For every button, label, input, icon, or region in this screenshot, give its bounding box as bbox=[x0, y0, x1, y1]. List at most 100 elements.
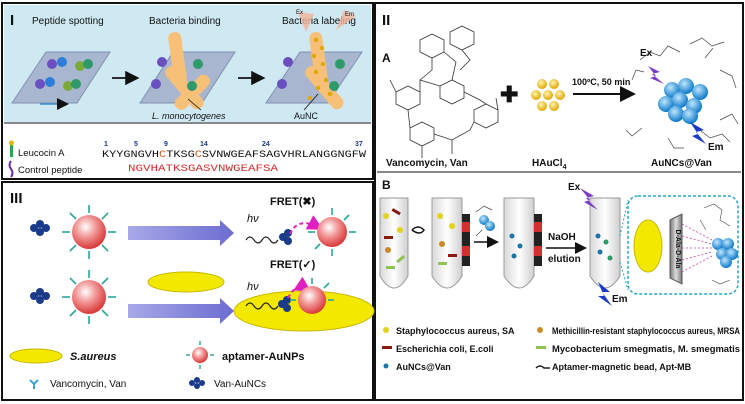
legend-s-aureus: S.aureus bbox=[70, 351, 116, 363]
legend-ecoli: Escherichia coli, E.coli bbox=[396, 344, 494, 354]
legend-auncs-icon bbox=[383, 363, 389, 369]
aptamer-aunp-4 bbox=[290, 278, 334, 314]
position-24: 24 bbox=[262, 141, 270, 148]
aptamer-aunp-3 bbox=[62, 270, 116, 324]
aptamer-aunp-1 bbox=[62, 205, 116, 259]
zoom-inset bbox=[627, 195, 739, 295]
inset-aunc bbox=[712, 238, 738, 268]
hydrogen-bonds bbox=[681, 223, 713, 273]
ex-label-I: Ex bbox=[296, 10, 303, 16]
apt-mb-add bbox=[411, 226, 425, 234]
legend-van-aunc: Van-AuNCs bbox=[214, 379, 266, 390]
position-9: 9 bbox=[164, 141, 168, 148]
control-sequence: NGVHATKSGASVNWGEAFSA bbox=[128, 164, 278, 175]
legend-ecoli-icon bbox=[382, 346, 392, 349]
ex-label-b: Ex bbox=[568, 182, 581, 193]
aunc-cluster bbox=[658, 78, 708, 124]
peptide-spots-2 bbox=[151, 57, 203, 91]
tube-3 bbox=[503, 197, 542, 289]
arrow-III-1 bbox=[128, 220, 234, 246]
panel-II-frame bbox=[374, 2, 744, 401]
step-bacteria-binding: Bacteria binding bbox=[149, 16, 221, 27]
panel-I-label: I bbox=[10, 12, 14, 29]
reactant-vancomycin: Vancomycin, Van bbox=[386, 158, 468, 169]
panel-II: II A Vancomycin, Van ✚ HAuCl4 100ºC, 50 … bbox=[377, 12, 741, 372]
position-1: 1 bbox=[104, 141, 108, 148]
arrow-III-2 bbox=[128, 298, 234, 324]
position-5: 5 bbox=[134, 141, 138, 148]
sub-a-label: A bbox=[382, 51, 391, 65]
legend-leucocin: Leucocin A bbox=[18, 148, 65, 159]
legend-vancomycin-icon bbox=[29, 379, 39, 389]
panel-III: III hν FRET(✖) hν bbox=[9, 190, 375, 390]
naoh-label: NaOH bbox=[548, 232, 576, 243]
position-14: 14 bbox=[200, 141, 208, 148]
tube-1 bbox=[379, 197, 409, 289]
fret-label-1: FRET(✖) bbox=[270, 196, 316, 208]
aptamer-aunp-2 bbox=[308, 208, 356, 256]
emission-bolt-b bbox=[598, 282, 612, 306]
zoom-line-top bbox=[619, 199, 629, 237]
legend-sa: Staphylococcus aureus, SA bbox=[396, 326, 515, 336]
reactant-haucl4: HAuCl4 bbox=[532, 158, 567, 171]
leucocin-icon bbox=[9, 140, 14, 157]
ex-beam bbox=[298, 12, 314, 32]
panel-III-frame bbox=[1, 181, 374, 401]
panel-I-frame bbox=[1, 2, 374, 180]
legend-aptmb: Aptamer-magnetic bead, Apt-MB bbox=[552, 362, 692, 372]
s-aureus-cell bbox=[147, 271, 225, 293]
tube-2 bbox=[431, 197, 470, 289]
legend-aptamer-icon bbox=[186, 341, 214, 369]
zoom-line-bottom bbox=[619, 261, 629, 291]
peptide-spots-3 bbox=[277, 57, 345, 91]
light-wave-2 bbox=[245, 302, 279, 310]
panel-III-label: III bbox=[10, 190, 23, 207]
aunc-label: AuNC bbox=[294, 111, 319, 121]
hv-label-2: hν bbox=[247, 281, 259, 293]
legend-s-aureus-icon bbox=[9, 348, 63, 364]
inset-ligand bbox=[699, 203, 731, 285]
plus-sign: ✚ bbox=[500, 82, 518, 107]
legend-auncs: AuNCs@Van bbox=[396, 362, 451, 372]
aunc-pointer bbox=[303, 93, 319, 111]
legend-aptamer: aptamer-AuNPs bbox=[222, 351, 305, 363]
legend-aptmb-icon bbox=[535, 365, 550, 369]
legend-mrsa: Methicillin-resistant staphylococcus aur… bbox=[552, 326, 740, 336]
sub-b-label: B bbox=[382, 178, 391, 192]
step-bacteria-labeling: Bacteria labeling bbox=[282, 16, 356, 27]
tube-4 bbox=[589, 197, 621, 289]
legend-van-aunc-icon bbox=[189, 377, 205, 389]
listeria-bacteria bbox=[165, 32, 211, 111]
panel-I: I Peptide spotting Bacteria binding Bact… bbox=[4, 5, 371, 178]
legend-control: Control peptide bbox=[18, 165, 82, 176]
hv-label-1: hν bbox=[247, 213, 259, 225]
haucl4-particles bbox=[531, 79, 565, 111]
legend-mrsa-icon bbox=[537, 327, 543, 333]
fret-path-1 bbox=[289, 215, 324, 235]
emission-bolt bbox=[690, 122, 706, 144]
excitation-bolt-b bbox=[580, 188, 598, 210]
legend-msmeg: Mycobacterium smegmatis, M. smegmatis bbox=[552, 344, 740, 354]
van-aunc-target-1 bbox=[279, 229, 292, 245]
legend-vancomycin: Vancomycin, Van bbox=[50, 379, 126, 390]
em-label-I: Em bbox=[345, 12, 354, 18]
bacterium-pointer bbox=[187, 98, 202, 111]
step-peptide-spotting: Peptide spotting bbox=[32, 16, 104, 27]
bacterium-label: L. monocytogenes bbox=[152, 111, 226, 121]
control-peptide-icon bbox=[8, 160, 14, 178]
elution-label: elution bbox=[548, 254, 581, 265]
excitation-bolt bbox=[648, 66, 664, 84]
em-beam bbox=[336, 10, 356, 30]
light-wave-1 bbox=[245, 236, 279, 244]
product-ligands bbox=[625, 37, 739, 149]
panel-II-legend: Staphylococcus aureus, SA Methicillin-re… bbox=[382, 326, 740, 372]
em-label-b: Em bbox=[612, 294, 628, 305]
reaction-condition: 100ºC, 50 min bbox=[572, 77, 630, 87]
van-aunc-1 bbox=[30, 220, 50, 236]
labeled-bacteria bbox=[305, 32, 344, 110]
legend-msmeg-icon bbox=[536, 346, 546, 349]
inset-bacterium bbox=[633, 219, 663, 273]
dala-label: D-Ala-D-Ala bbox=[674, 230, 681, 269]
dala-block bbox=[669, 213, 683, 285]
